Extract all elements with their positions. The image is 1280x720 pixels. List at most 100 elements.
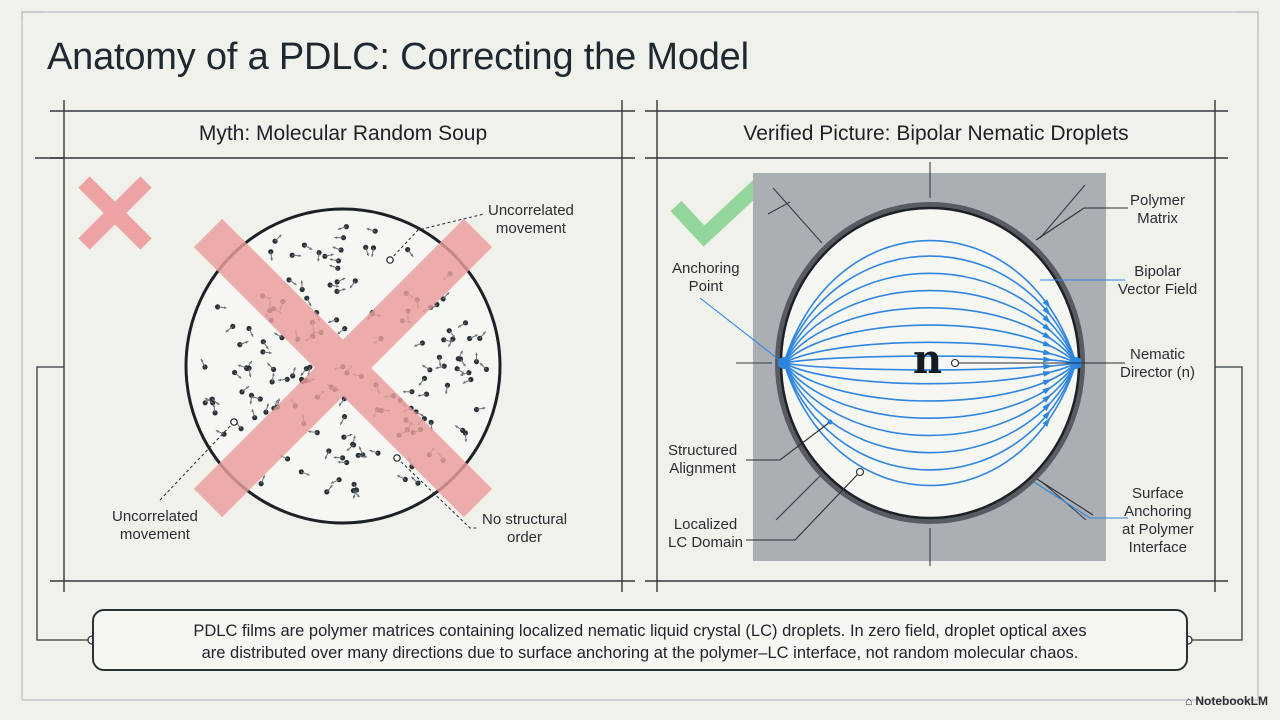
- molecule-arrowhead: [337, 331, 341, 334]
- molecule-arrowhead: [460, 373, 464, 376]
- molecule-arrowhead: [366, 227, 370, 231]
- molecule-arrowhead: [328, 320, 331, 324]
- molecule-arrowhead: [278, 378, 281, 382]
- molecule-arrowhead: [300, 280, 304, 284]
- molecule-arrowhead: [337, 227, 341, 230]
- molecule-arrowhead: [349, 433, 353, 437]
- molecule-arrowhead: [278, 234, 282, 238]
- molecule-arrowhead: [452, 334, 455, 338]
- molecule-arrowhead: [397, 475, 401, 478]
- molecule-arrowhead: [350, 285, 353, 289]
- field-arrowhead: [1042, 323, 1052, 332]
- molecule-arrowhead: [266, 403, 269, 407]
- molecule-arrowhead: [352, 495, 356, 499]
- molecule-arrowhead: [457, 324, 461, 328]
- molecule-arrowhead: [337, 460, 341, 464]
- molecule-arrowhead: [366, 253, 369, 256]
- molecule-arrowhead: [298, 254, 302, 258]
- molecule-arrowhead: [420, 413, 424, 417]
- molecule-arrowhead: [329, 484, 333, 488]
- molecule-arrowhead: [340, 421, 343, 425]
- molecule-arrowhead: [417, 394, 421, 397]
- molecule-arrowhead: [269, 351, 272, 355]
- molecule-arrowhead: [308, 303, 312, 307]
- field-arrowhead: [1043, 356, 1054, 363]
- molecule-arrowhead: [248, 374, 252, 377]
- molecule-arrowhead: [435, 366, 439, 370]
- label-uncorrelated-movement-bottom: Uncorrelated movement: [112, 508, 198, 543]
- field-arrowhead: [1042, 378, 1053, 386]
- molecule-arrowhead: [460, 350, 463, 354]
- field-arrowhead: [1042, 409, 1051, 420]
- page-title: Anatomy of a PDLC: Correcting the Model: [47, 36, 749, 78]
- molecule-arrowhead: [410, 253, 414, 257]
- myth-panel-frame: [35, 100, 635, 592]
- molecule-arrowhead: [223, 306, 227, 310]
- molecule-arrowhead: [329, 258, 333, 262]
- molecule-arrowhead: [336, 284, 339, 288]
- molecule-arrowhead: [402, 390, 406, 394]
- label-anchoring-point: Anchoring Point: [672, 260, 740, 295]
- label-localized-lc-domain: Localized LC Domain: [668, 516, 744, 551]
- field-arrowhead: [1042, 299, 1051, 309]
- field-arrowhead: [1042, 417, 1051, 427]
- verified-leaders: [699, 207, 1128, 541]
- caption-line-2: are distributed over many directions due…: [201, 644, 1079, 662]
- molecule-dot: [289, 252, 295, 258]
- molecule-arrowhead: [411, 477, 415, 480]
- verified-check-mark-icon: [670, 176, 768, 247]
- molecule-arrowhead: [265, 346, 269, 350]
- molecule-dot: [268, 249, 274, 255]
- molecule-arrowhead: [200, 358, 204, 362]
- molecule-arrowhead: [474, 334, 478, 338]
- myth-leaders: [159, 213, 485, 529]
- label-uncorrelated-movement-top: Uncorrelated movement: [488, 202, 574, 237]
- molecule-arrowhead: [216, 402, 220, 405]
- label-no-structural-order: No structural order: [482, 511, 568, 546]
- molecule-arrowhead: [332, 246, 336, 250]
- molecule-arrowhead: [308, 430, 312, 434]
- molecule-arrowhead: [446, 292, 450, 296]
- bipolar-field-lines: [783, 239, 1077, 487]
- field-arrowhead: [1042, 349, 1053, 355]
- molecule-arrowhead: [479, 363, 483, 366]
- molecule-arrowhead: [262, 475, 265, 479]
- molecule-arrowhead: [205, 398, 208, 401]
- molecule-arrowhead: [342, 277, 346, 281]
- caption-box: PDLC films are polymer matrices containi…: [92, 609, 1188, 671]
- molecule-arrowhead: [358, 446, 362, 450]
- nematic-droplet: [775, 202, 1085, 524]
- molecule-arrowhead: [462, 363, 466, 367]
- molecule-arrowhead: [329, 264, 333, 268]
- molecule-arrowhead: [251, 396, 255, 399]
- big-cross-overlay-icon: [193, 218, 493, 518]
- molecule-arrowhead: [330, 481, 334, 484]
- verified-panel-heading: Verified Picture: Bipolar Nematic Drople…: [743, 122, 1129, 145]
- field-arrowhead: [1042, 340, 1053, 348]
- molecule-arrowhead: [464, 439, 468, 442]
- molecule-arrowhead: [250, 333, 254, 337]
- matrix-ticks: [736, 162, 1087, 566]
- caption-line-1: PDLC films are polymer matrices containi…: [193, 622, 1087, 640]
- field-arrowhead: [1042, 394, 1052, 403]
- molecule-arrowhead: [448, 343, 451, 347]
- molecule-arrowhead: [246, 386, 249, 389]
- label-structured-alignment: Structured Alignment: [668, 442, 738, 477]
- molecule-arrowhead: [356, 494, 360, 498]
- molecule-arrowhead: [353, 435, 356, 439]
- molecule-arrowhead: [418, 382, 422, 386]
- molecule-arrowhead: [342, 288, 346, 291]
- molecule-arrowhead: [444, 391, 448, 395]
- label-nematic-director: Nematic Director (n): [1120, 346, 1196, 381]
- molecule-arrowhead: [422, 365, 426, 368]
- brand-name: NotebookLM: [1195, 694, 1268, 708]
- molecule-arrowhead: [371, 253, 374, 257]
- field-arrowhead: [1042, 331, 1053, 340]
- molecule-arrowhead: [414, 344, 417, 347]
- molecule-arrowhead: [369, 449, 373, 453]
- molecule-arrowhead: [249, 401, 253, 405]
- molecule-arrowhead: [300, 372, 304, 376]
- brand-mark: ⌂NotebookLM: [1185, 694, 1268, 708]
